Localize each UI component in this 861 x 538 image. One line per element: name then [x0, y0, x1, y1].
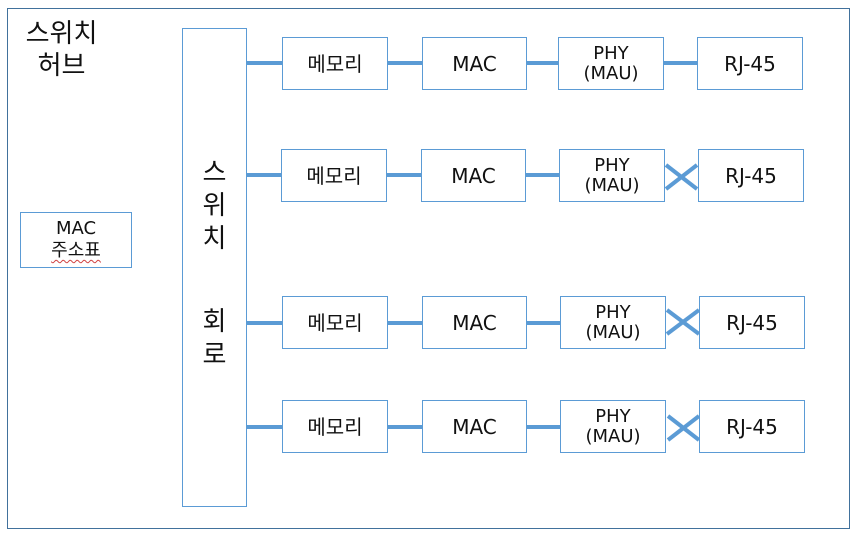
mac-table-line-1: MAC	[55, 218, 97, 239]
switch-char-1: 스	[202, 158, 227, 188]
switch-hub-frame	[7, 8, 850, 529]
phy-box: PHY (MAU)	[560, 296, 666, 349]
diagram-title: 스위치 허브	[14, 18, 109, 82]
phy-box: PHY (MAU)	[559, 149, 665, 202]
phy-label: PHY	[595, 405, 631, 427]
title-line-2: 허브	[37, 51, 86, 81]
phy-box: PHY (MAU)	[560, 400, 666, 453]
rj45-port-box: RJ-45	[698, 149, 804, 202]
memory-box: 메모리	[282, 400, 388, 453]
mac-address-table: MAC 주소표	[20, 212, 132, 268]
rj45-port-box: RJ-45	[697, 37, 803, 90]
phy-sublabel: (MAU)	[585, 425, 641, 447]
cross-link-b-2	[664, 163, 699, 191]
phy-label: PHY	[595, 301, 631, 323]
mac-box: MAC	[422, 296, 527, 349]
phy-sublabel: (MAU)	[584, 174, 640, 196]
memory-box: 메모리	[282, 37, 388, 90]
memory-box: 메모리	[281, 149, 387, 202]
cross-link-b-3	[665, 308, 701, 336]
mac-table-line-2: 주소표	[51, 240, 101, 261]
mac-box: MAC	[422, 400, 527, 453]
title-line-1: 스위치	[25, 19, 98, 49]
phy-label: PHY	[593, 42, 629, 64]
phy-label: PHY	[594, 154, 630, 176]
mac-box: MAC	[421, 149, 526, 202]
phy-sublabel: (MAU)	[585, 321, 641, 343]
phy-box: PHY (MAU)	[558, 37, 664, 90]
memory-box: 메모리	[282, 296, 388, 349]
switch-circuit-label-bottom: 회 로	[183, 306, 246, 372]
phy-sublabel: (MAU)	[583, 62, 639, 84]
switch-circuit-label-top: 스 위 치	[183, 157, 246, 256]
switch-char-2: 위	[202, 191, 227, 221]
switch-char-3: 치	[202, 224, 227, 254]
switch-char-4: 회	[202, 307, 227, 337]
mac-box: MAC	[422, 37, 527, 90]
rj45-port-box: RJ-45	[699, 296, 805, 349]
switch-char-5: 로	[202, 340, 227, 370]
cross-link-b-4	[666, 414, 701, 442]
switch-circuit: 스 위 치 회 로	[182, 28, 247, 507]
rj45-port-box: RJ-45	[699, 400, 805, 453]
